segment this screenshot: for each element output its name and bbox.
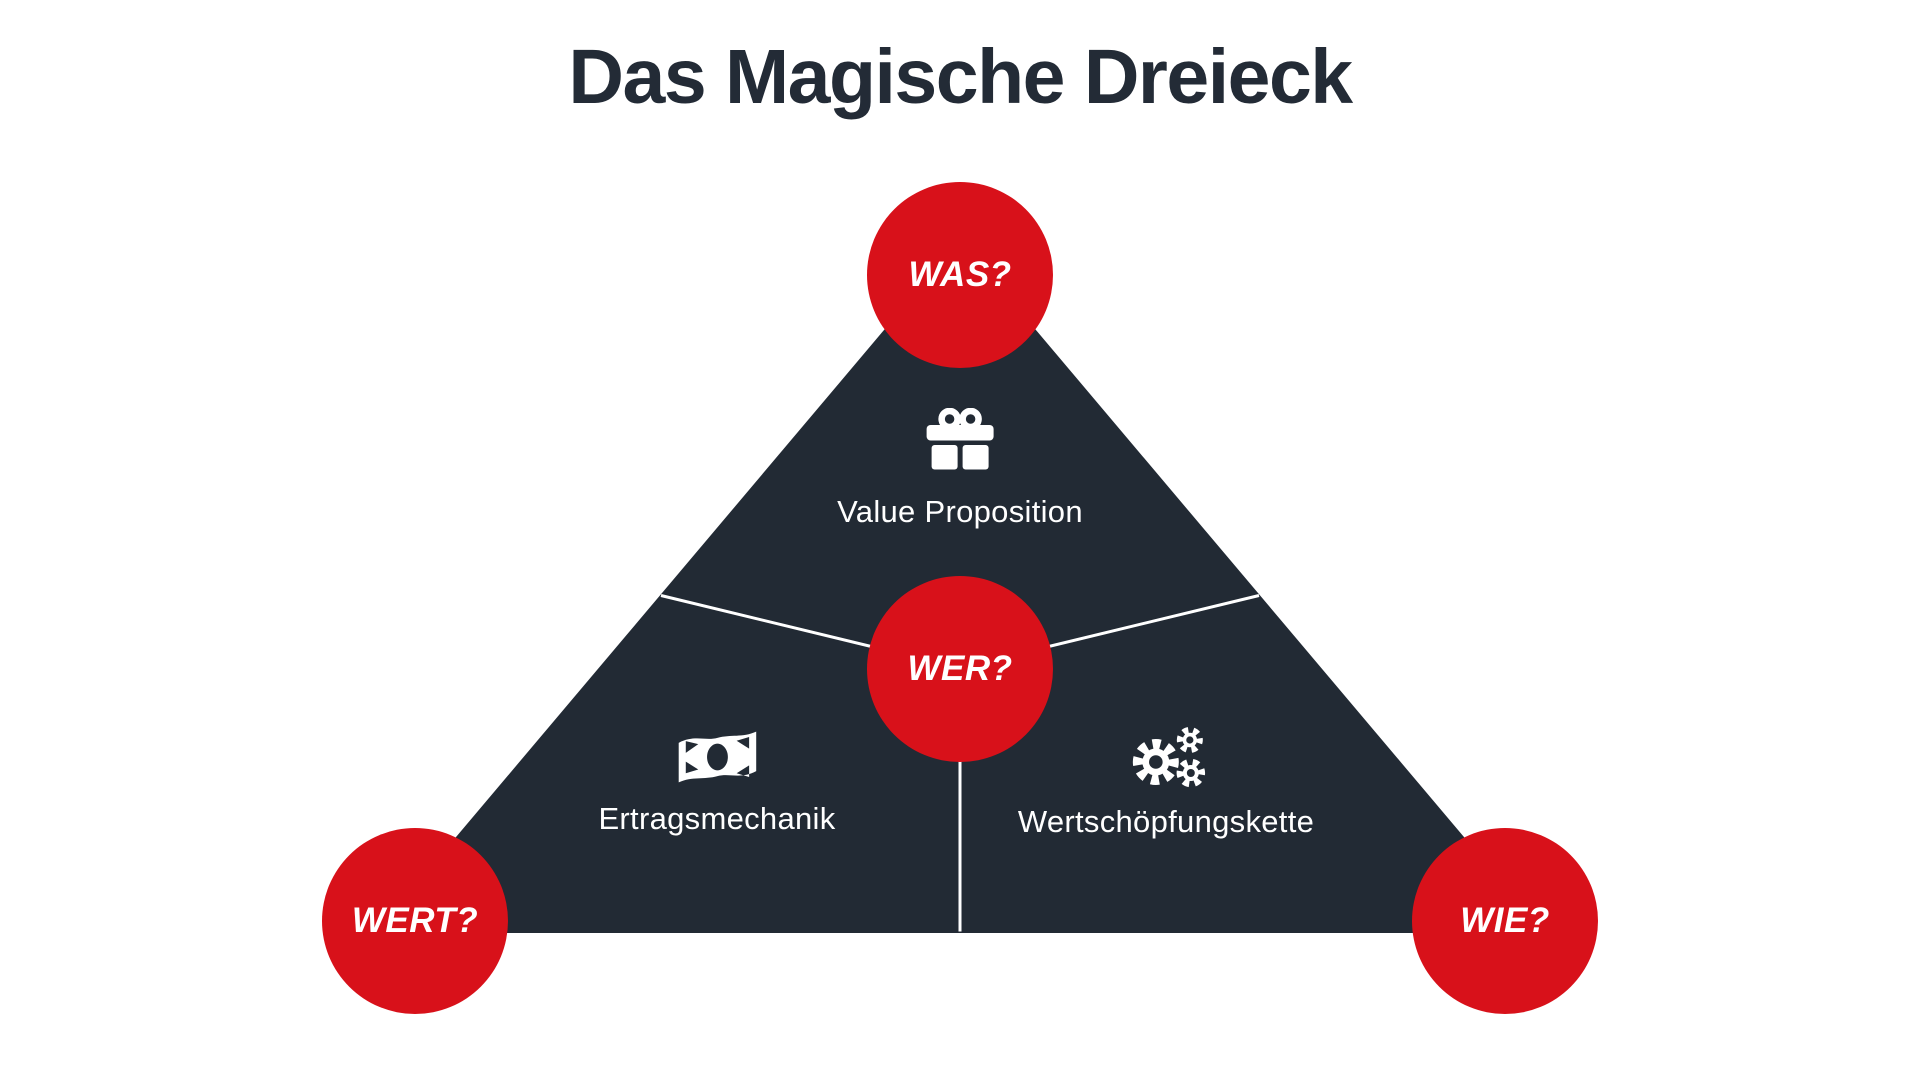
section-label-wertschoepfungskette: Wertschöpfungskette [1017,804,1315,839]
section-label-ertragsmechanik: Ertragsmechanik [598,801,836,836]
node-wer: WER? [867,576,1053,762]
section-value-proposition: Value Proposition [837,408,1083,530]
node-wie-label: WIE? [1460,901,1550,940]
node-wert: WERT? [322,828,508,1014]
page-title: Das Magische Dreieck [568,34,1353,120]
section-ertragsmechanik: Ertragsmechanik [598,727,835,837]
money-bill-icon [678,731,756,783]
node-wert-label: WERT? [351,901,479,940]
section-wertschoepfungskette: Wertschöpfungskette [1018,724,1314,840]
node-was-label: WAS? [908,255,1012,294]
node-wer-label: WER? [907,649,1013,688]
node-was: WAS? [867,182,1053,368]
gift-icon [926,408,994,470]
gears-icon [1133,727,1206,788]
section-label-value-proposition: Value Proposition [837,494,1083,529]
node-wie: WIE? [1412,828,1598,1014]
